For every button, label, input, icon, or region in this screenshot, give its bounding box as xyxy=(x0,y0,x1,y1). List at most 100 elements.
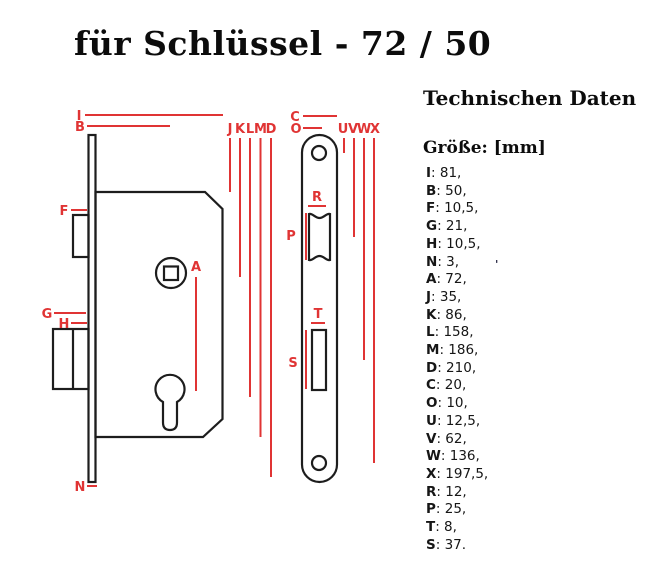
spec-row: J: 35, xyxy=(426,289,651,307)
spec-value: : 197,5, xyxy=(436,465,489,482)
spec-row: O: 10, xyxy=(426,395,651,413)
latch-bolt xyxy=(71,213,90,259)
dim-label-S: S xyxy=(288,356,297,371)
spec-letter: V xyxy=(426,430,437,447)
spec-letter: L xyxy=(426,324,435,341)
spec-letter: K xyxy=(426,306,437,323)
spec-value: : 10,5, xyxy=(437,235,481,252)
dim-label-F: F xyxy=(60,204,69,219)
keyhole xyxy=(154,373,186,432)
dim-label-G: G xyxy=(42,307,53,322)
deadbolt xyxy=(51,327,90,391)
spec-value: : 86, xyxy=(436,306,467,323)
strike-deadbolt-opening xyxy=(310,328,328,392)
dim-label-O: O xyxy=(290,122,301,137)
spec-value: : 37. xyxy=(435,536,467,553)
spec-letter: D xyxy=(426,359,438,376)
spec-value: : 25, xyxy=(435,501,467,518)
spec-row: G: 21, xyxy=(426,218,651,236)
spec-letter: M xyxy=(426,342,440,359)
strike-plate-outline xyxy=(300,133,339,484)
page-title: für Schlüssel - 72 / 50 xyxy=(74,24,492,63)
spec-value: : 20, xyxy=(435,377,467,394)
spec-letter: O xyxy=(426,395,438,412)
spec-value: : 10,5, xyxy=(435,200,479,217)
dim-label-L: L xyxy=(246,122,254,137)
size-unit-label: Größe: [mm] xyxy=(423,138,546,158)
dim-label-P: P xyxy=(286,229,296,244)
spec-letter: F xyxy=(426,200,436,217)
follower-hole xyxy=(154,256,188,290)
stray-mark: ' xyxy=(495,258,499,271)
spec-letter: J xyxy=(426,288,432,305)
spec-value: : 8, xyxy=(435,519,457,536)
spec-row: C: 20, xyxy=(426,377,651,395)
spec-letter: R xyxy=(426,483,437,500)
spec-letter: I xyxy=(426,165,432,181)
dim-label-W: W xyxy=(357,122,371,137)
spec-row: K: 86, xyxy=(426,307,651,325)
spec-value: : 186, xyxy=(439,342,479,359)
spec-row: U: 12,5, xyxy=(426,413,651,431)
spec-letter: U xyxy=(426,412,437,429)
specs-list: I: 81,B: 50,F: 10,5,G: 21,H: 10,5,N: 3,A… xyxy=(423,165,651,554)
dim-label-K: K xyxy=(235,122,246,137)
spec-letter: P xyxy=(426,501,436,518)
spec-letter: H xyxy=(426,235,438,252)
spec-value: : 81, xyxy=(431,165,462,181)
spec-row: A: 72, xyxy=(426,271,651,289)
dim-label-U: U xyxy=(338,122,349,137)
spec-value: : 12,5, xyxy=(436,412,481,429)
spec-row: L: 158, xyxy=(426,324,651,342)
dim-label-M: M xyxy=(254,122,267,137)
spec-value: : 158, xyxy=(434,324,474,341)
spec-value: : 136, xyxy=(440,448,480,465)
spec-value: : 10, xyxy=(437,395,468,412)
dim-label-A: A xyxy=(191,260,201,275)
spec-value: : 12, xyxy=(436,483,467,500)
spec-value: : 3, xyxy=(437,253,460,270)
dim-label-D: D xyxy=(266,122,277,137)
spec-row: H: 10,5, xyxy=(426,236,651,254)
spec-value: : 21, xyxy=(437,218,468,235)
dim-label-B: B xyxy=(75,120,85,135)
strike-bottom-screw-hole xyxy=(310,454,328,472)
spec-row: V: 62, xyxy=(426,431,651,449)
spec-row: I: 81, xyxy=(426,165,651,183)
spec-letter: G xyxy=(426,218,438,235)
spec-row: B: 50, xyxy=(426,183,651,201)
spec-row: N: 3, xyxy=(426,254,651,272)
dim-label-R: R xyxy=(312,190,322,205)
lock-body-outline xyxy=(94,190,224,439)
dim-label-I: I xyxy=(77,109,82,124)
spec-value: : 72, xyxy=(436,271,467,288)
strike-latch-opening xyxy=(307,212,332,262)
spec-row: P: 25, xyxy=(426,501,651,519)
tech-data-panel: Technischen Daten Größe: [mm] I: 81,B: 5… xyxy=(423,86,651,554)
spec-letter: W xyxy=(426,448,441,465)
spec-value: : 50, xyxy=(436,182,467,199)
dim-label-V: V xyxy=(348,122,358,137)
spec-letter: X xyxy=(426,465,437,482)
dim-label-C: C xyxy=(290,110,300,125)
spec-row: S: 37. xyxy=(426,537,651,555)
spec-row: T: 8, xyxy=(426,519,651,537)
spec-letter: B xyxy=(426,182,437,199)
spec-letter: S xyxy=(426,536,436,553)
spec-row: F: 10,5, xyxy=(426,200,651,218)
dim-label-X: X xyxy=(370,122,380,137)
spec-letter: C xyxy=(426,377,436,394)
spec-letter: T xyxy=(426,519,436,536)
spec-row: W: 136, xyxy=(426,448,651,466)
spec-row: R: 12, xyxy=(426,484,651,502)
spec-value: : 210, xyxy=(437,359,477,376)
spec-row: X: 197,5, xyxy=(426,466,651,484)
dim-label-T: T xyxy=(314,307,323,322)
spec-value: : 62, xyxy=(436,430,467,447)
dim-label-H: H xyxy=(59,317,70,332)
spec-letter: A xyxy=(426,271,437,288)
follower-square xyxy=(162,265,180,282)
spec-letter: N xyxy=(426,253,438,270)
